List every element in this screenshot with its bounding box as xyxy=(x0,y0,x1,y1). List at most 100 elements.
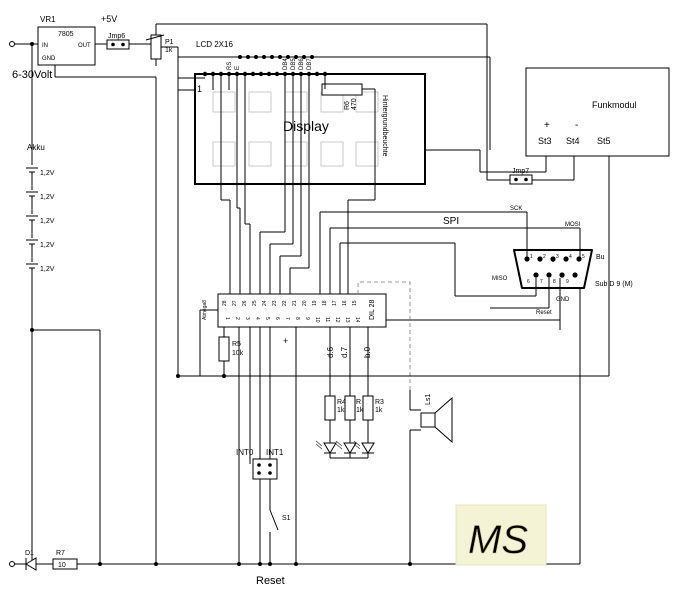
subd-pin-5 xyxy=(576,256,582,262)
svg-text:1,2V: 1,2V xyxy=(40,242,55,249)
backlight-label: Hintergrundbeuchte xyxy=(381,95,388,157)
miso-label: MISO xyxy=(492,276,508,282)
mcu-pin-7: 7 xyxy=(284,317,290,320)
minus-label: - xyxy=(575,120,578,131)
st4-label: St4 xyxy=(566,136,580,146)
lcd-db4-label: DB4 xyxy=(283,58,289,70)
subd-pin-label-3: 3 xyxy=(556,254,559,260)
lcd-db7-label: DB7 xyxy=(307,58,313,70)
funkmodul-box xyxy=(525,67,670,157)
svg-text:D1: D1 xyxy=(25,550,34,557)
st5-label: St5 xyxy=(597,136,611,146)
lcd-pin1-label: 1 xyxy=(197,84,202,94)
svg-text:470: 470 xyxy=(351,98,358,110)
bu-label: Bu xyxy=(596,254,605,261)
svg-text:1,2V: 1,2V xyxy=(40,170,55,177)
subd-pin-label-8: 8 xyxy=(553,279,556,285)
svg-text:1k: 1k xyxy=(356,407,364,414)
svg-text:1k: 1k xyxy=(337,407,345,414)
lcd-rs-label: RS xyxy=(227,62,233,70)
mcu-pin-12: 12 xyxy=(334,317,340,323)
plus-label: + xyxy=(544,120,550,131)
lcd-label: LCD 2X16 xyxy=(196,40,233,49)
resistor-r5: R5 10k xyxy=(218,336,244,362)
subd-pin-label-7: 7 xyxy=(540,279,543,285)
resistor-r7: R7 10 xyxy=(52,550,78,570)
junction-dots xyxy=(30,328,412,566)
svg-text:INT1: INT1 xyxy=(266,448,284,457)
mcu-pin-20: 20 xyxy=(302,300,308,306)
mosi-label: MOSI xyxy=(565,222,581,228)
st3-label: St3 xyxy=(538,136,552,146)
jumper-jmp6: Jmp6 xyxy=(106,33,130,50)
svg-text:1,2V: 1,2V xyxy=(40,266,55,273)
mcu-pin-3: 3 xyxy=(244,317,250,320)
vr1-label: VR1 xyxy=(40,15,56,24)
reset-pin-label: Reset xyxy=(536,310,552,316)
svg-text:1,2V: 1,2V xyxy=(40,218,55,225)
mcu-pin-26: 26 xyxy=(242,300,248,306)
vr1-part: 7805 xyxy=(58,31,74,38)
led-diodes xyxy=(315,440,375,454)
jumper-jmp7: Jmp7 xyxy=(509,168,533,185)
mcu-pin-1: 1 xyxy=(224,317,230,320)
lcd-character-grid xyxy=(212,91,379,167)
mcu-pin-13: 13 xyxy=(344,317,350,323)
ms-logo: MS xyxy=(455,504,547,566)
svg-text:R6: R6 xyxy=(344,101,351,110)
plus5v-label: +5V xyxy=(101,14,117,24)
mcu-pin-27: 27 xyxy=(232,300,238,306)
lcd-e-label: E xyxy=(235,66,241,70)
svg-text:1,2V: 1,2V xyxy=(40,194,55,201)
svg-text:R: R xyxy=(356,399,361,406)
lcd-db5-label: DB5 xyxy=(291,58,297,70)
speaker-ls1: Ls1 xyxy=(420,394,453,444)
vr1-gnd: GND xyxy=(42,56,56,62)
mcu-plus: + xyxy=(283,336,288,346)
mcu-pin-23: 23 xyxy=(272,300,278,306)
mcu-pin-17: 17 xyxy=(332,300,338,306)
svg-text:Ls1: Ls1 xyxy=(425,394,432,405)
spi-label: SPI xyxy=(443,216,459,227)
subd-pin-label-5: 5 xyxy=(582,254,585,260)
svg-text:R4: R4 xyxy=(337,399,346,406)
sck-label: SCK xyxy=(510,206,522,212)
subd-pin-7 xyxy=(546,272,552,278)
svg-text:R5: R5 xyxy=(232,341,241,348)
subd-pin-9 xyxy=(572,272,578,278)
mcu-pin-2: 2 xyxy=(234,317,240,320)
subd-pin-2 xyxy=(537,256,543,262)
mcu-pin-18: 18 xyxy=(322,300,328,306)
resistor-r2: R 1k xyxy=(344,395,364,421)
subd-pin-6 xyxy=(533,272,539,278)
svg-text:INT0: INT0 xyxy=(236,448,254,457)
diode-d1: D1 xyxy=(25,550,37,571)
mcu-pin-21: 21 xyxy=(292,300,298,306)
switch-s1: S1 xyxy=(269,509,291,531)
svg-text:10k: 10k xyxy=(232,350,244,357)
battery-cells: 1,2V 1,2V 1,2V 1,2V 1,2V xyxy=(26,167,55,273)
mcu-pin-9: 9 xyxy=(304,317,310,320)
subd-label: Sub D 9 (M) xyxy=(595,281,633,288)
subd-pin-8 xyxy=(559,272,565,278)
mcu-pin-14: 14 xyxy=(354,317,360,323)
svg-text:10: 10 xyxy=(58,562,66,569)
mcu-pin-15: 15 xyxy=(352,300,358,306)
mcu-pin-19: 19 xyxy=(312,300,318,306)
subd-pin-label-6: 6 xyxy=(527,279,530,285)
lcd-pin-header xyxy=(202,55,328,77)
svg-text:R3: R3 xyxy=(375,399,384,406)
subd-pin-4 xyxy=(563,256,569,262)
mcu-pin-8: 8 xyxy=(294,317,300,320)
resistor-r4: R4 1k xyxy=(324,395,346,421)
svg-text:S1: S1 xyxy=(282,515,291,522)
reset-label: Reset xyxy=(256,575,285,587)
vr1-out: OUT xyxy=(78,43,91,49)
subd-pin-1 xyxy=(524,256,530,262)
funkmodul-label: Funkmodul xyxy=(592,100,637,110)
dil28-label: DIL 28 xyxy=(369,300,376,320)
mcu-pin-24: 24 xyxy=(262,300,268,306)
